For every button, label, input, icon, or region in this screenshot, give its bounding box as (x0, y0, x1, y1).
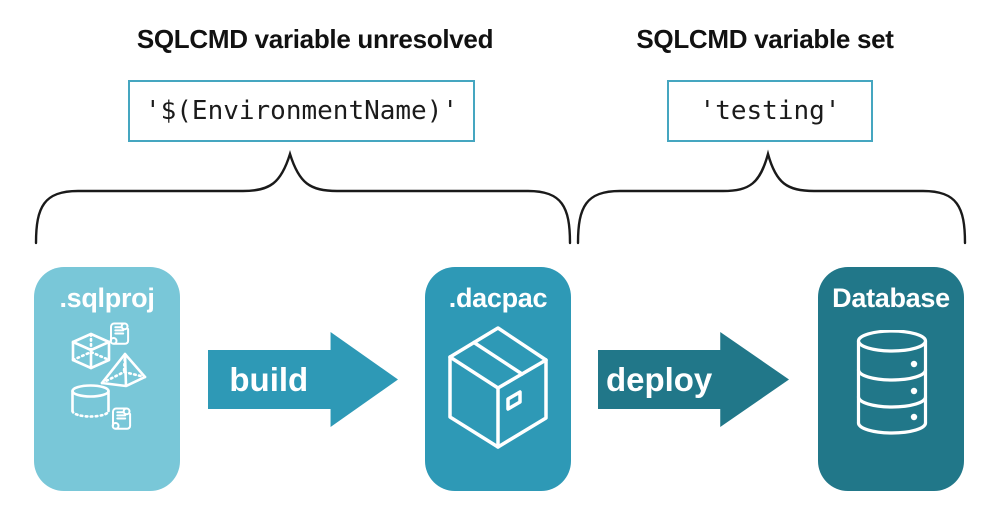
heading-variable-unresolved: SQLCMD variable unresolved (136, 24, 494, 54)
package-box-icon (448, 326, 548, 449)
deploy-arrow-label: deploy (605, 360, 713, 398)
sql-objects-icon (71, 322, 147, 430)
pyramid-icon (100, 352, 147, 388)
deploy-arrow: deploy (598, 332, 789, 427)
script-scroll-icon (111, 407, 132, 430)
code-text-testing: 'testing' (699, 96, 841, 126)
database-card-label: Database (832, 283, 950, 313)
code-box-set: 'testing' (667, 80, 873, 142)
database-stack-icon (856, 330, 928, 435)
database-dots (910, 360, 918, 421)
database-cylinder-outline (856, 330, 928, 435)
cube-icon (71, 332, 111, 370)
dacpac-card-label: .dacpac (448, 283, 548, 313)
script-scroll-icon (109, 322, 130, 345)
package-box-outline (448, 326, 548, 449)
left-brace (34, 149, 572, 245)
code-box-unresolved: '$(EnvironmentName)' (128, 80, 475, 142)
sqlproj-card: .sqlproj (34, 267, 180, 491)
sqlproj-card-label: .sqlproj (59, 283, 155, 313)
heading-variable-set: SQLCMD variable set (636, 24, 894, 54)
build-arrow: build (208, 332, 398, 427)
database-card: Database (818, 267, 964, 491)
right-brace (576, 149, 967, 245)
cylinder-icon (71, 384, 110, 418)
build-arrow-label: build (229, 360, 309, 398)
code-text-environment-name: '$(EnvironmentName)' (144, 96, 459, 126)
dacpac-card: .dacpac (425, 267, 571, 491)
